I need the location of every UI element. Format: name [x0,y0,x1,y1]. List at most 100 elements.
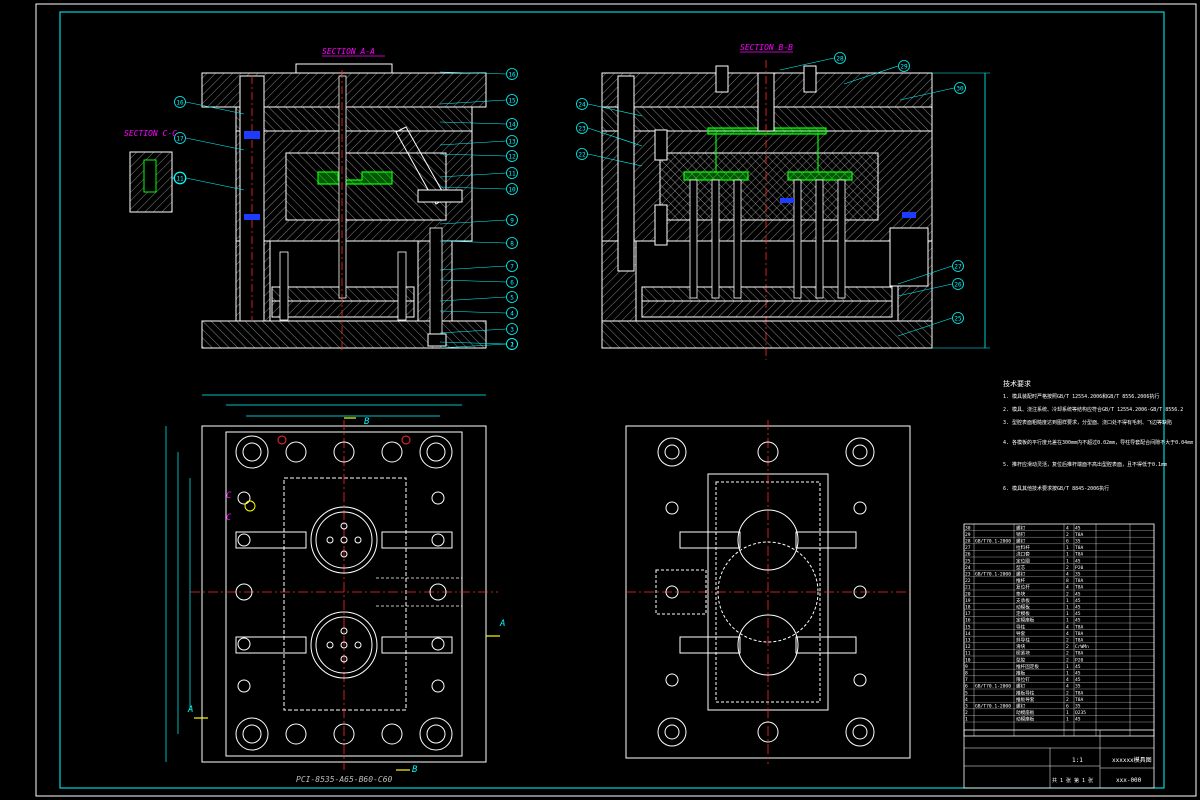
bom-cell: T8A [1075,578,1084,584]
bom-cell: CrWMn [1075,644,1089,650]
bom-cell: 1 [1066,545,1069,551]
bom-cell: T8A [1075,552,1084,558]
balloon-a [506,94,518,106]
cut-label-b-bottom: B [412,765,418,775]
cut-label-c-top: C [226,491,232,501]
bom-cell: 45 [1075,591,1081,597]
bom-cell: 45 [1075,671,1081,677]
bom-cell: 22 [965,578,971,584]
bom-cell: T8A [1075,638,1084,644]
balloon-a-label: 16 [508,72,516,79]
balloon-b-label: 29 [900,64,908,71]
bom-cell: 垫块 [1016,590,1026,597]
tech-note-3: 3. 型腔表面粗糙度达到图样要求，分型面、浇口处不得有毛刺、飞边等缺陷 [1003,419,1172,426]
bom-cell: GB/T70.1-2000 [975,704,1011,710]
balloon-a [506,68,518,80]
bom-cell: 25 [965,558,971,564]
balloon-a [506,214,518,226]
balloon-a-label: 15 [508,98,516,105]
bom-cell: 限位钉 [1016,676,1030,683]
bom-cell: 4 [965,697,968,703]
bom-cell: 动模座板 [1016,716,1035,723]
bom-cell: 8 [1066,578,1069,584]
bom-cell: 45 [1075,605,1081,611]
bom-cell: 2 [1066,690,1069,696]
bom-cell: T8A [1075,532,1084,538]
cut-label-b-top: B [364,417,370,427]
tech-note-5: 5. 推杆应滑动灵活，复位后推杆端面不高出型腔表面，且不得低于0.1mm [1003,461,1167,468]
section-b-b-view: SECTION B-B [576,43,990,360]
outer-border [35,3,1197,797]
balloon-a [506,307,518,319]
bom-cell: T8A [1075,651,1084,657]
bom-cell: GB/T70.1-2000 [975,572,1011,578]
bom-cell: 11 [965,651,971,657]
bom-cell: 5 [965,690,968,696]
bom-cell: 螺钉 [1016,538,1026,545]
cut-label-c-bottom: C [226,513,232,523]
mold-base-code: PCI-8535-A65-B60-C60 [296,775,393,784]
balloon-b [952,278,964,290]
bom-cell: 13 [965,638,971,644]
bom-cell: 2 [1066,657,1069,663]
bom-cell: 20 [965,591,971,597]
bom-cell: 定模板 [1016,610,1030,617]
bom-cell: 推板导套 [1016,696,1035,703]
bom-cell: 动模座板 [1016,709,1035,716]
bom-cell: 楔紧块 [1016,650,1030,657]
bom-cell: P20 [1075,657,1084,663]
balloon-a-label: 8 [510,241,514,248]
bom-cell: 导柱 [1016,623,1026,630]
section-c-c-detail: SECTION C-C [124,129,187,213]
title-drawing-no: xxx-000 [1116,777,1142,784]
section-c-title: SECTION C-C [124,129,177,138]
balloon-a [506,150,518,162]
bom-cell: T8A [1075,624,1084,630]
bom-cell: 7 [965,677,968,683]
balloon-b [898,60,910,72]
balloon-a-label: 14 [508,122,516,129]
balloon-a [506,118,518,130]
bom-cell: 螺钉 [1016,571,1026,578]
bom-cell: 35 [1075,572,1081,578]
title-product: xxxxxx模具图 [1112,756,1152,764]
balloon-b [576,98,588,110]
bom-cell: 8 [965,671,968,677]
bom-cell: 推板 [1016,670,1026,677]
bom-cell: 1 [1066,664,1069,670]
balloon-a-label: 9 [510,218,514,225]
bom-cell: 4 [1066,631,1069,637]
bom-cell: 2 [1066,644,1069,650]
bom-cell: 型芯 [1016,564,1026,571]
bom-cell: 9 [965,664,968,670]
bom-cell: 35 [1075,704,1081,710]
tech-notes-title: 技术要求 [1003,379,1031,388]
bom-cell: 26 [965,552,971,558]
bom-cell: 15 [965,624,971,630]
balloon-a [506,260,518,272]
cut-label-a-bottom: A [187,705,193,715]
bom-cell: 24 [965,565,971,571]
balloon-a-label: 17 [176,136,184,143]
balloon-a [506,183,518,195]
tech-note-4: 4. 各模板的平行度允差在300mm内不超过0.02mm，导柱导套配合间隙不大于… [1003,439,1193,446]
bom-cell: 销钉 [1016,531,1026,538]
bom-cell: 螺钉 [1016,683,1026,690]
balloon-b [834,52,846,64]
bom-cell: 4 [1066,572,1069,578]
bom-cell: 21 [965,585,971,591]
cavity-plate [235,106,473,132]
bom-cell: 45 [1075,664,1081,670]
bom-cell: 45 [1075,618,1081,624]
title-scale: 1:1 [1072,757,1083,764]
title-sheet: 共 1 张 第 1 张 [1052,777,1093,784]
bom-cell: 23 [965,572,971,578]
bom-cell: 28 [965,539,971,545]
bom-cell: T8A [1075,545,1084,551]
balloon-b-label: 26 [954,282,962,289]
bom-cell: 推杆固定板 [1016,663,1039,670]
